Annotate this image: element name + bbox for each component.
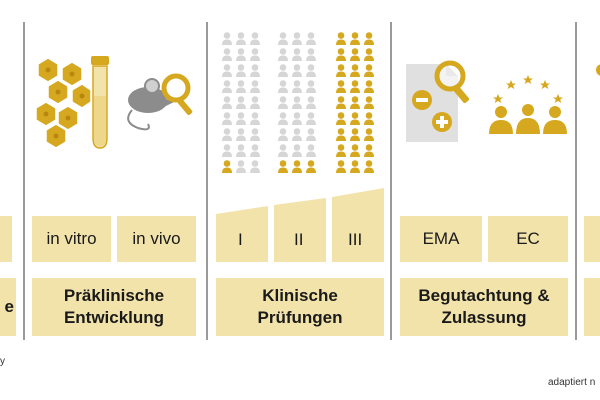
stage-title-preclinical-line-2: Entwicklung <box>63 308 165 327</box>
divider-4 <box>575 22 577 340</box>
stage-partial-sub-box <box>0 216 12 262</box>
mouse-with-magnifier-icon <box>127 73 193 131</box>
sub-box-in-vitro: in vitro <box>32 216 111 262</box>
stage-partial-right-sub-box <box>584 216 600 262</box>
sub-label-in-vitro: in vitro <box>46 229 97 248</box>
stage-title-clinical-line-1: Klinische <box>262 286 338 305</box>
stage-title-approval-line-1: Begutachtung & <box>418 286 550 305</box>
phase-I-participants <box>222 32 260 173</box>
sub-box-in-vivo: in vivo <box>117 216 196 262</box>
footer-right-text: adaptiert n <box>548 377 596 388</box>
eu-commission-icon <box>489 75 567 134</box>
divider-1 <box>23 22 25 340</box>
stage-partial-title-box: e <box>0 278 16 336</box>
sub-box-ema: EMA <box>400 216 482 262</box>
phase-II-step <box>274 198 326 262</box>
phase-I-step <box>216 206 268 262</box>
phase-III-label: III <box>348 230 363 249</box>
footer-left-text: y <box>0 356 5 367</box>
phase-I-label: I <box>238 230 243 249</box>
sub-label-ema: EMA <box>422 229 460 248</box>
sub-box-ec: EC <box>488 216 568 262</box>
divider-2 <box>206 22 208 340</box>
stage-box-approval: Begutachtung & Zulassung <box>400 278 568 336</box>
stage-partial-title-line-2: e <box>4 297 14 316</box>
stage-title-clinical-line-2: Prüfungen <box>257 308 343 327</box>
stage-box-preclinical: Präklinische Entwicklung <box>32 278 196 336</box>
stage-title-approval-line-2: Zulassung <box>441 308 527 327</box>
sub-label-in-vivo: in vivo <box>132 229 181 248</box>
test-tube-icon <box>91 56 109 149</box>
document-review-icon <box>406 60 470 142</box>
phase-steps <box>216 188 384 262</box>
cell-culture-icon <box>35 57 92 148</box>
stage-box-clinical: Klinische Prüfungen <box>216 278 384 336</box>
sub-label-ec: EC <box>516 229 540 248</box>
phase-III-step <box>332 188 384 262</box>
phase-II-label: II <box>294 230 304 249</box>
stage-partial-right-title-box <box>584 278 600 336</box>
participant-grid-icon <box>222 32 374 173</box>
phase-III-participants <box>336 32 374 173</box>
stage-title-preclinical-line-1: Präklinische <box>63 286 165 305</box>
partial-icon-right <box>596 64 600 76</box>
divider-3 <box>390 22 392 340</box>
phase-II-participants <box>278 32 316 173</box>
